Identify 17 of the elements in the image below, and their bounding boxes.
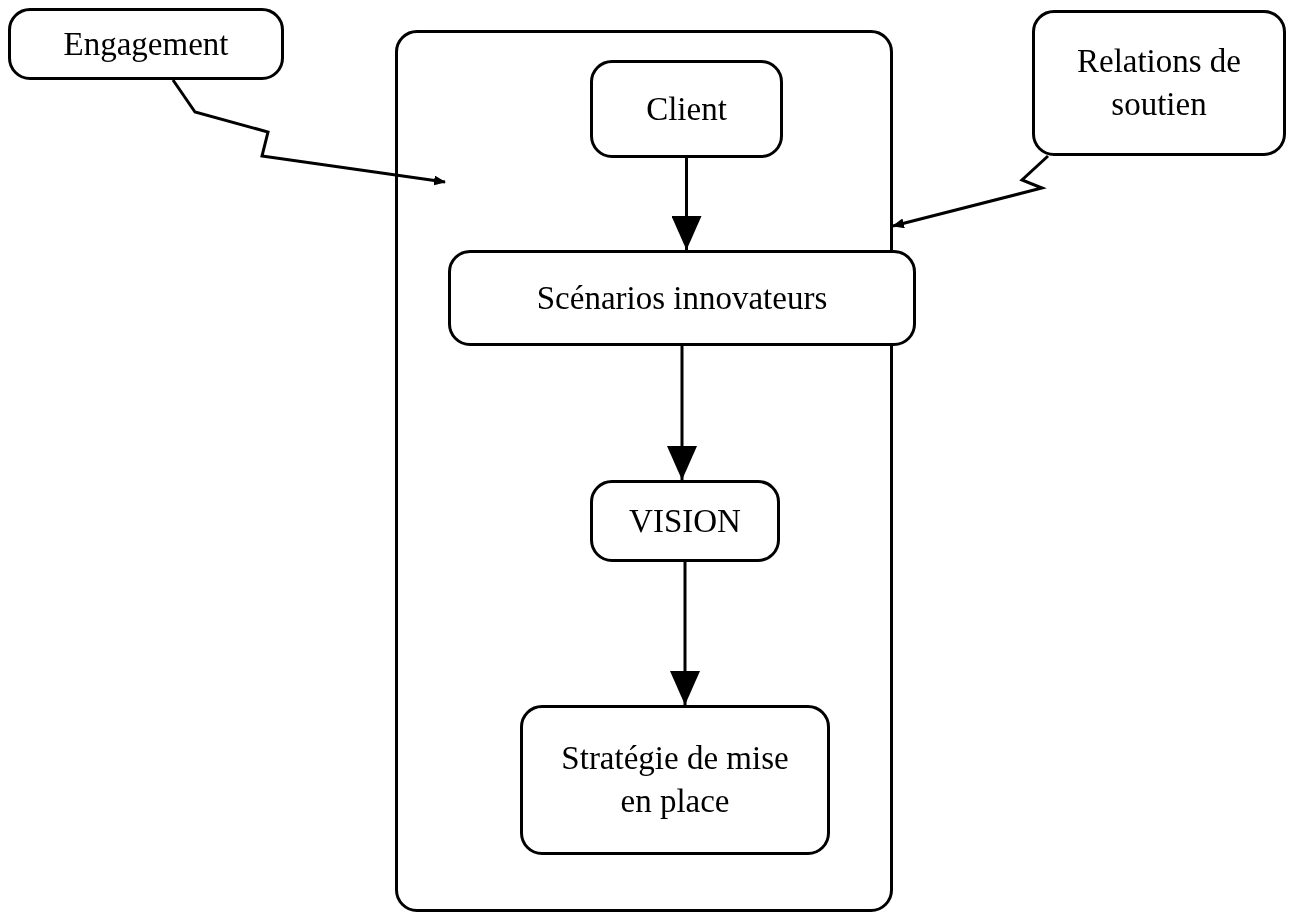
process-box	[8, 8, 284, 80]
process-box	[590, 480, 780, 562]
process-box	[520, 705, 830, 855]
zigzag-arrow	[892, 154, 1049, 229]
node-label: Client	[646, 89, 727, 129]
node-label: VISION	[629, 501, 741, 541]
process-box	[1032, 10, 1286, 156]
container-box	[395, 30, 893, 912]
arrow	[671, 158, 702, 250]
node-label: Relations de soutien	[1075, 42, 1243, 124]
node-label: Scénarios innovateurs	[536, 278, 828, 318]
node-label: Stratégie de mise en place	[560, 739, 790, 821]
arrow	[667, 346, 697, 480]
node-label: Engagement	[63, 24, 229, 64]
zigzag-arrow	[171, 79, 446, 186]
arrow	[670, 562, 700, 705]
process-box	[590, 60, 783, 158]
